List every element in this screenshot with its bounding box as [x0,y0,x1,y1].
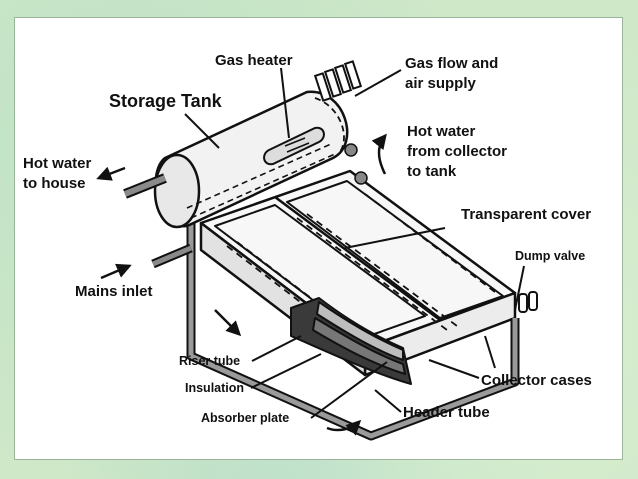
label-gas-flow-1: Gas flow and [405,55,498,72]
diagram-frame: Gas heater Gas flow and air supply Stora… [14,17,623,460]
arrow-downflow [214,309,242,337]
label-header-tube: Header tube [403,404,490,421]
leader-lines [184,67,525,419]
cutaway-section [290,297,412,385]
label-hot-water-house-1: Hot water [23,155,92,172]
label-mains-inlet: Mains inlet [75,283,153,300]
arrow-hot-water-collector [371,133,387,175]
inner-panel-right [286,180,504,319]
tank-connections [344,143,368,185]
dump-valve [518,291,538,313]
label-gas-heater: Gas heater [215,52,293,69]
label-absorber-plate: Absorber plate [201,411,289,425]
label-dump-valve: Dump valve [515,249,585,263]
label-transparent-cover: Transparent cover [461,206,591,223]
arrow-hot-water-house [96,166,126,181]
gas-heater-unit [263,126,325,166]
flow-arrows [96,133,387,436]
arrow-return-flow [326,419,362,436]
label-hot-water-collector-1: Hot water [407,123,476,140]
arrow-mains-inlet [100,263,132,280]
tank-end-cap [153,153,201,229]
riser-layer [316,301,404,361]
label-riser-tube: Riser tube [179,354,240,368]
label-hot-water-house-2: to house [23,175,86,192]
label-storage-tank: Storage Tank [109,91,223,111]
hot-water-outlet-pipe [123,173,167,199]
label-collector-cases: Collector cases [481,372,592,389]
solar-water-heater-diagram: Gas heater Gas flow and air supply Stora… [23,52,592,441]
absorber-layer [312,317,406,375]
pipe-loop [151,218,520,441]
label-hot-water-collector-2: from collector [407,143,507,160]
label-hot-water-collector-3: to tank [407,163,457,180]
collector-divider [274,195,441,322]
label-insulation: Insulation [185,381,244,395]
label-gas-flow-2: air supply [405,75,477,92]
gas-flow-fins [313,60,363,102]
labels: Gas heater Gas flow and air supply Stora… [23,52,592,425]
